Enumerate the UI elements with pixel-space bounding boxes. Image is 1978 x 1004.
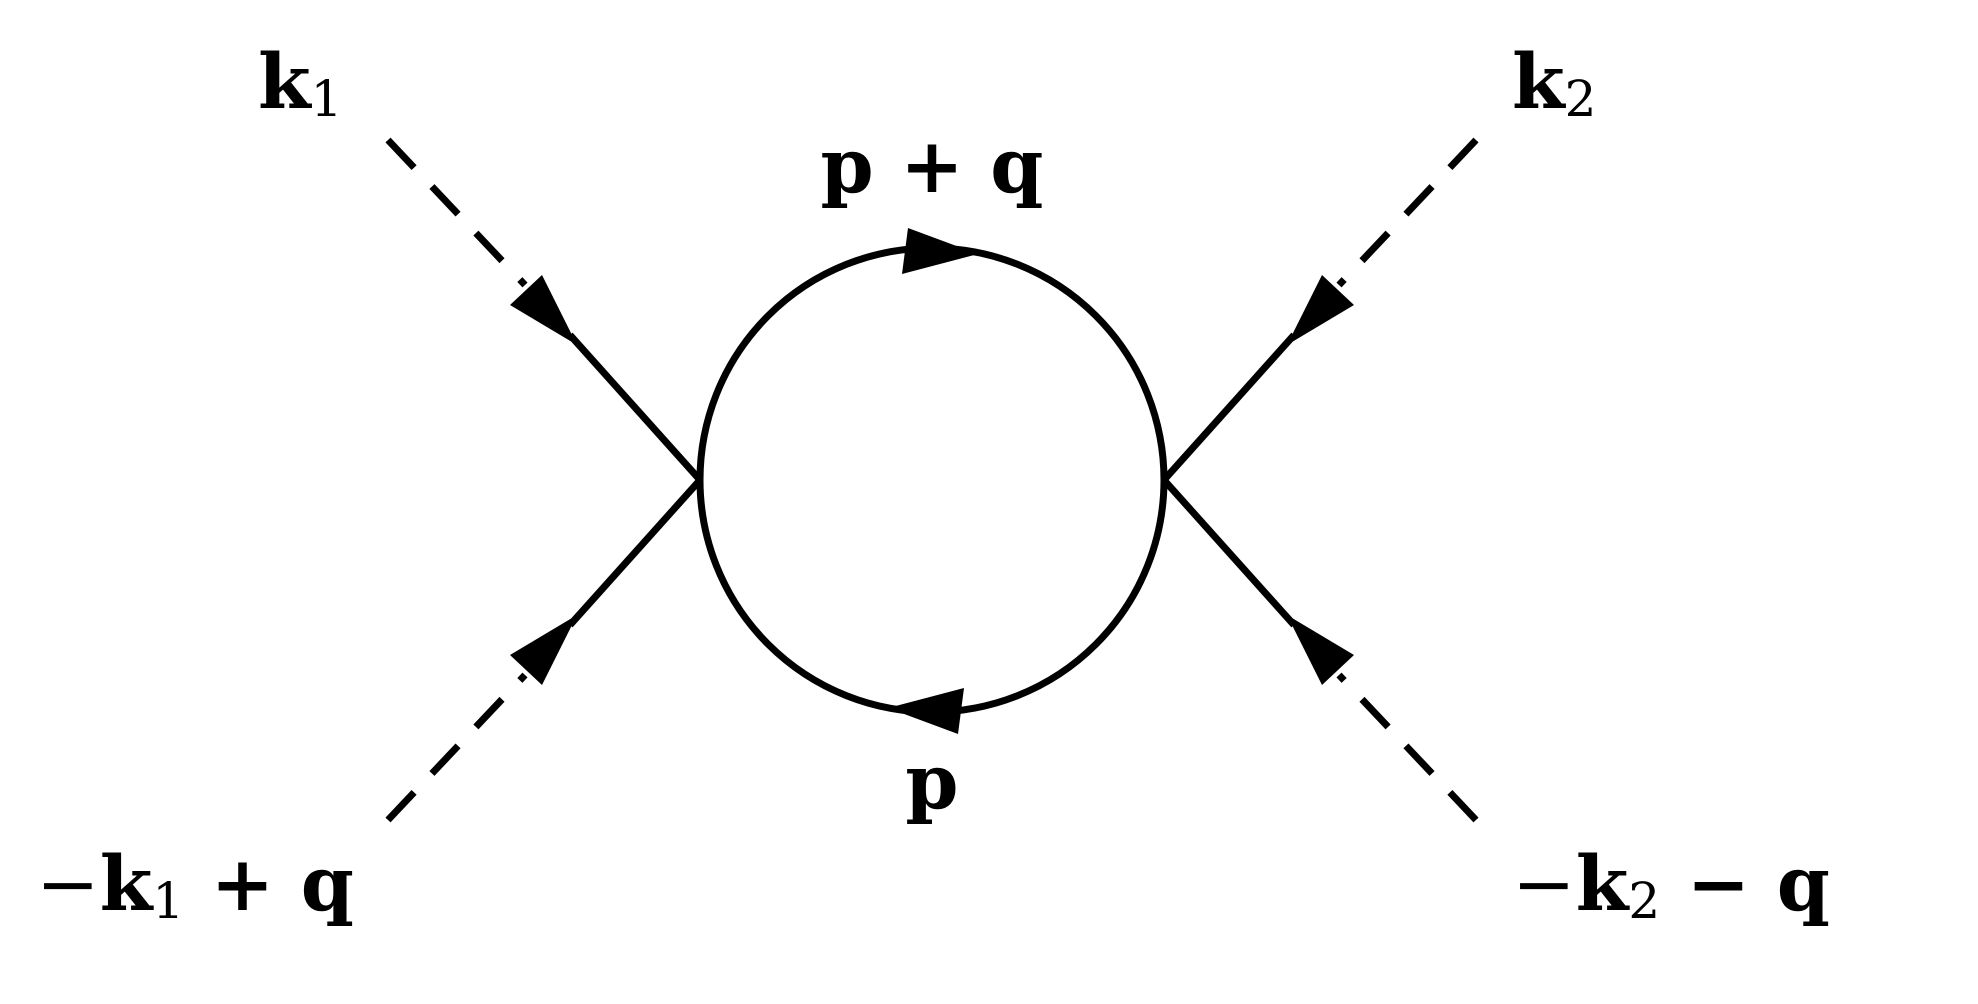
solid-line-minus-k1-plus-q bbox=[567, 477, 703, 628]
label-minus-k1-plus-q: −k1 + q bbox=[36, 839, 354, 930]
fermion-loop bbox=[696, 244, 1168, 716]
dashed-line-k1 bbox=[385, 137, 528, 288]
solid-line-k1 bbox=[567, 332, 703, 483]
loop-arrow-bottom bbox=[888, 688, 964, 734]
dashed-line-minus-k1-plus-q bbox=[385, 672, 528, 823]
solid-line-k2 bbox=[1161, 332, 1297, 483]
arrow-k2 bbox=[1287, 275, 1354, 345]
label-k2: k2 bbox=[1512, 37, 1596, 128]
label-minus-k2-minus-q: −k2 − q bbox=[1512, 839, 1830, 930]
arrow-minus-k1-plus-q bbox=[510, 615, 577, 685]
solid-line-minus-k2-minus-q bbox=[1161, 477, 1297, 628]
dashed-line-minus-k2-minus-q bbox=[1336, 672, 1479, 823]
arrow-minus-k2-minus-q bbox=[1287, 615, 1354, 685]
label-loop-bottom: p bbox=[905, 737, 958, 826]
arrow-k1 bbox=[510, 275, 577, 345]
loop-arrow-top bbox=[902, 228, 978, 274]
label-k1: k1 bbox=[258, 37, 342, 128]
dashed-line-k2 bbox=[1336, 137, 1479, 288]
label-loop-top: p + q bbox=[821, 121, 1044, 210]
